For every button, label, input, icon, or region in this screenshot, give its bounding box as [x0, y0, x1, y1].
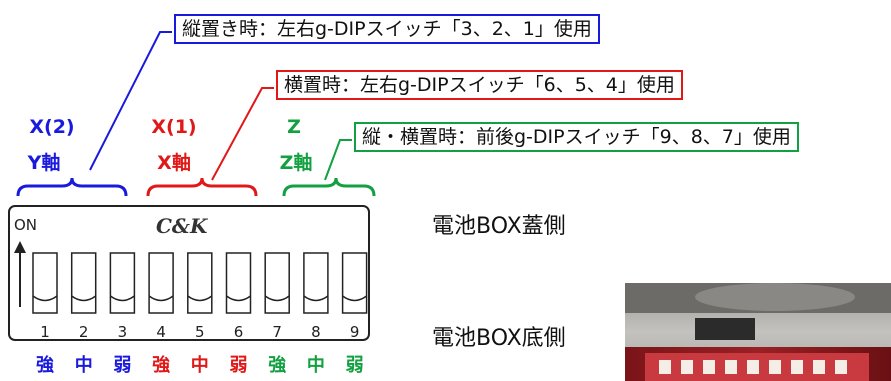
dip-switch-8: 8: [303, 252, 329, 341]
switch-number-9: 9: [350, 323, 360, 341]
strength-label: 強: [268, 355, 287, 376]
brand-logo: C&K: [156, 214, 209, 238]
strength-label: 中: [306, 355, 325, 376]
on-arrow-head: [14, 241, 26, 253]
blue-brace: [16, 177, 128, 197]
device-photo-drawing: [625, 283, 891, 381]
group-bottom-label-x: X軸: [157, 152, 191, 174]
vertical-callout: 縦置き時：左右g-DIPスイッチ「3、2、1」使用: [174, 14, 600, 44]
dip-switch-2: 2: [70, 252, 97, 341]
group-top-label-z: Z: [287, 116, 301, 138]
green-brace: [282, 177, 376, 197]
battery-lid-side-label: 電池BOX蓋側: [432, 214, 566, 239]
switch-number-6: 6: [234, 323, 244, 341]
on-label: ON: [14, 216, 37, 234]
both-callout: 縦・横置時：前後g-DIPスイッチ「9、8、7」使用: [354, 122, 799, 152]
switch-number-4: 4: [156, 323, 166, 341]
red-brace: [146, 177, 258, 197]
dip-switch: ON C&K 1 2 3 4 5 6 7 8 9: [8, 205, 370, 341]
strength-label: 中: [190, 355, 209, 376]
red-connector: [211, 87, 274, 181]
group-top-label-y: X(2): [29, 116, 75, 138]
switch-number-8: 8: [311, 323, 321, 341]
switch-number-1: 1: [40, 323, 50, 341]
strength-label: 弱: [229, 355, 248, 376]
switch-group: 1 2 3 4 5 6 7 8 9: [32, 252, 368, 341]
strength-label: 弱: [113, 355, 132, 376]
photo-switch-row: [659, 360, 847, 374]
dip-switch-4: 4: [148, 252, 174, 341]
strength-label: 強: [36, 355, 54, 376]
dip-switch-3: 3: [109, 252, 136, 341]
device-photo: [625, 283, 891, 381]
switch-number-5: 5: [195, 323, 205, 341]
strength-label: 強: [152, 355, 171, 376]
switch-number-2: 2: [79, 323, 89, 341]
dip-switch-6: 6: [225, 252, 252, 341]
group-top-label-x: X(1): [151, 116, 197, 138]
dip-switch-1: 1: [32, 252, 58, 341]
strength-label: 中: [74, 355, 93, 376]
dip-switch-5: 5: [187, 252, 213, 341]
dip-switch-9: 9: [341, 252, 368, 341]
switch-number-3: 3: [118, 323, 128, 341]
group-bottom-label-z: Z軸: [279, 152, 313, 174]
green-connector: [324, 139, 352, 181]
strength-label: 弱: [345, 355, 364, 376]
horizontal-callout: 横置時：左右g-DIPスイッチ「6、5、4」使用: [276, 70, 683, 100]
switch-number-7: 7: [272, 323, 282, 341]
group-bottom-label-y: Y軸: [27, 152, 61, 174]
battery-bottom-side-label: 電池BOX底側: [432, 326, 566, 351]
blue-connector: [89, 31, 172, 171]
dip-switch-7: 7: [264, 252, 290, 341]
